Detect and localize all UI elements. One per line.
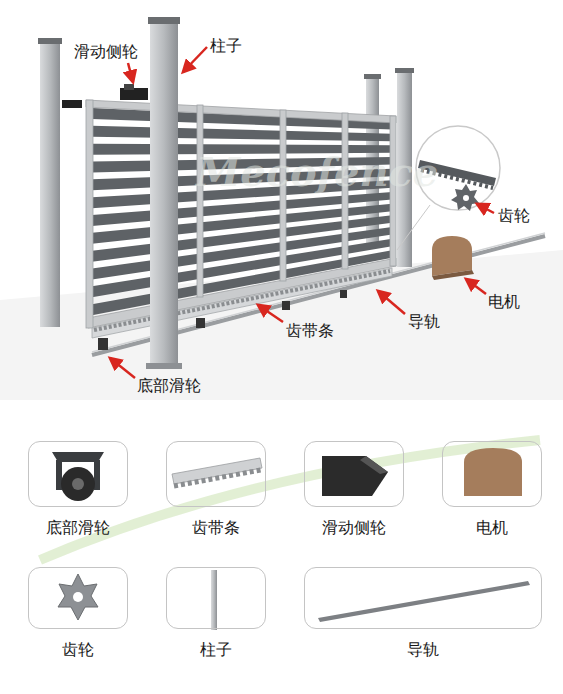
part-box: 电机 [442, 441, 542, 507]
part-caption: 齿轮 [9, 640, 147, 661]
watermark: Mecofence [196, 148, 438, 196]
callout-label: 底部滑轮 [137, 376, 201, 395]
part-box: 导轨 [304, 567, 542, 629]
part-caption: 滑动侧轮 [285, 518, 423, 539]
part-caption: 电机 [423, 518, 561, 539]
part-caption: 底部滑轮 [9, 518, 147, 539]
callout-label: 齿轮 [498, 206, 530, 225]
part-caption: 齿带条 [147, 518, 285, 539]
part-caption: 柱子 [147, 640, 285, 661]
part-box: 齿带条 [166, 441, 266, 507]
part-box: 滑动侧轮 [304, 441, 404, 507]
part-box: 柱子 [166, 567, 266, 629]
callout-label: 滑动侧轮 [74, 42, 138, 61]
part-box: 底部滑轮 [28, 441, 128, 507]
callout-label: 电机 [488, 292, 520, 311]
callout-label: 导轨 [408, 312, 440, 331]
callout-label: 齿带条 [286, 321, 334, 340]
part-caption: 导轨 [285, 640, 561, 661]
part-box: 齿轮 [28, 567, 128, 629]
callout-label: 柱子 [210, 36, 242, 55]
